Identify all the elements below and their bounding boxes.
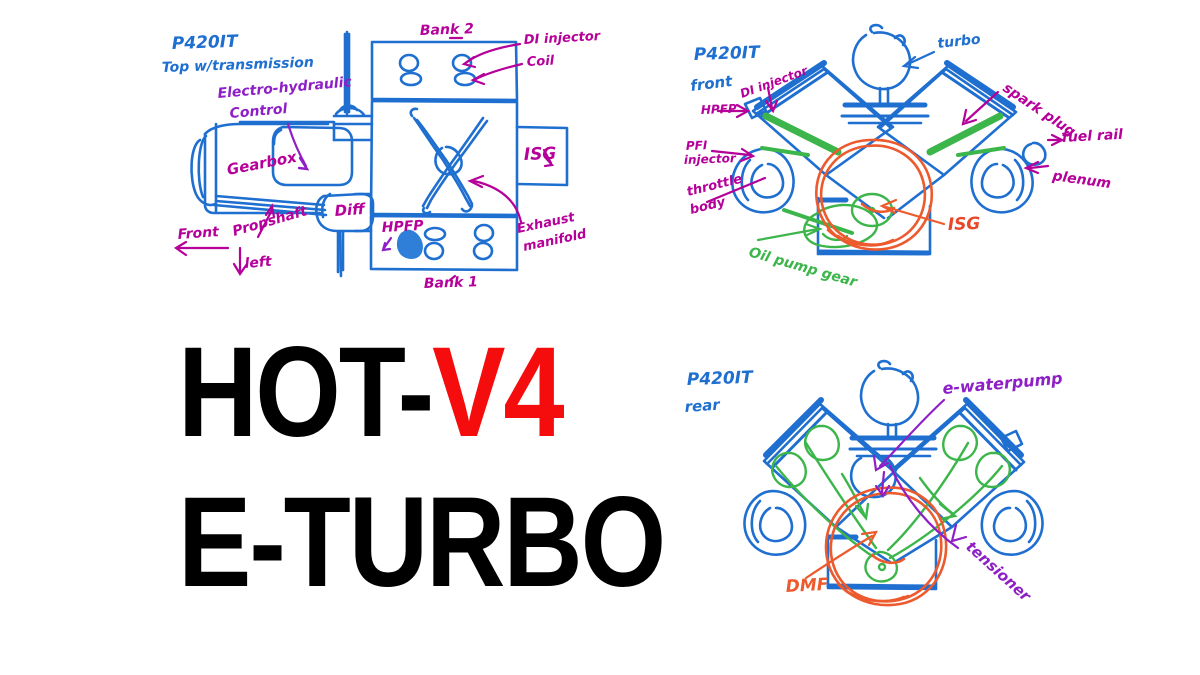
label-di-injector-top: DI injector bbox=[523, 29, 602, 48]
title-line-2: E-TURBO bbox=[178, 471, 666, 614]
label-front: Front bbox=[177, 224, 221, 243]
label-top-with-transmission: Top w/transmission bbox=[162, 55, 315, 76]
title-block: HOT-V4 E-TURBO bbox=[178, 329, 666, 612]
label-hpfp-front: HPFP bbox=[701, 102, 738, 117]
label-p420it-top: P420IT bbox=[171, 32, 239, 54]
label-control: Control bbox=[229, 101, 288, 122]
label-dmf: DMF bbox=[785, 575, 829, 597]
label-diff: Diff bbox=[334, 200, 367, 220]
label-coil: Coil bbox=[526, 54, 555, 70]
title-v4: V4 bbox=[432, 321, 564, 464]
label-hpfp-top: HPFP bbox=[381, 218, 424, 236]
label-pfi: PFI bbox=[686, 138, 708, 153]
title-hot: HOT- bbox=[178, 321, 434, 464]
label-left: left bbox=[244, 254, 274, 272]
label-rear-view: rear bbox=[684, 395, 722, 416]
label-p420it-rear: P420IT bbox=[686, 368, 754, 390]
label-isg-front: ISG bbox=[947, 214, 980, 235]
label-tensioner: tensioner bbox=[962, 538, 1035, 606]
label-injector: injector bbox=[684, 151, 737, 167]
label-e-waterpump: e-waterpump bbox=[942, 369, 1064, 398]
label-p420it-front: P420IT bbox=[693, 43, 761, 65]
label-turbo: turbo bbox=[937, 32, 982, 52]
label-bank-1: Bank 1 bbox=[424, 274, 479, 292]
title-line-1: HOT-V4 bbox=[178, 329, 565, 457]
label-bank-2: Bank 2 bbox=[420, 21, 475, 39]
label-front-view: front bbox=[689, 72, 734, 95]
label-fuel-rail: fuel rail bbox=[1061, 127, 1123, 146]
